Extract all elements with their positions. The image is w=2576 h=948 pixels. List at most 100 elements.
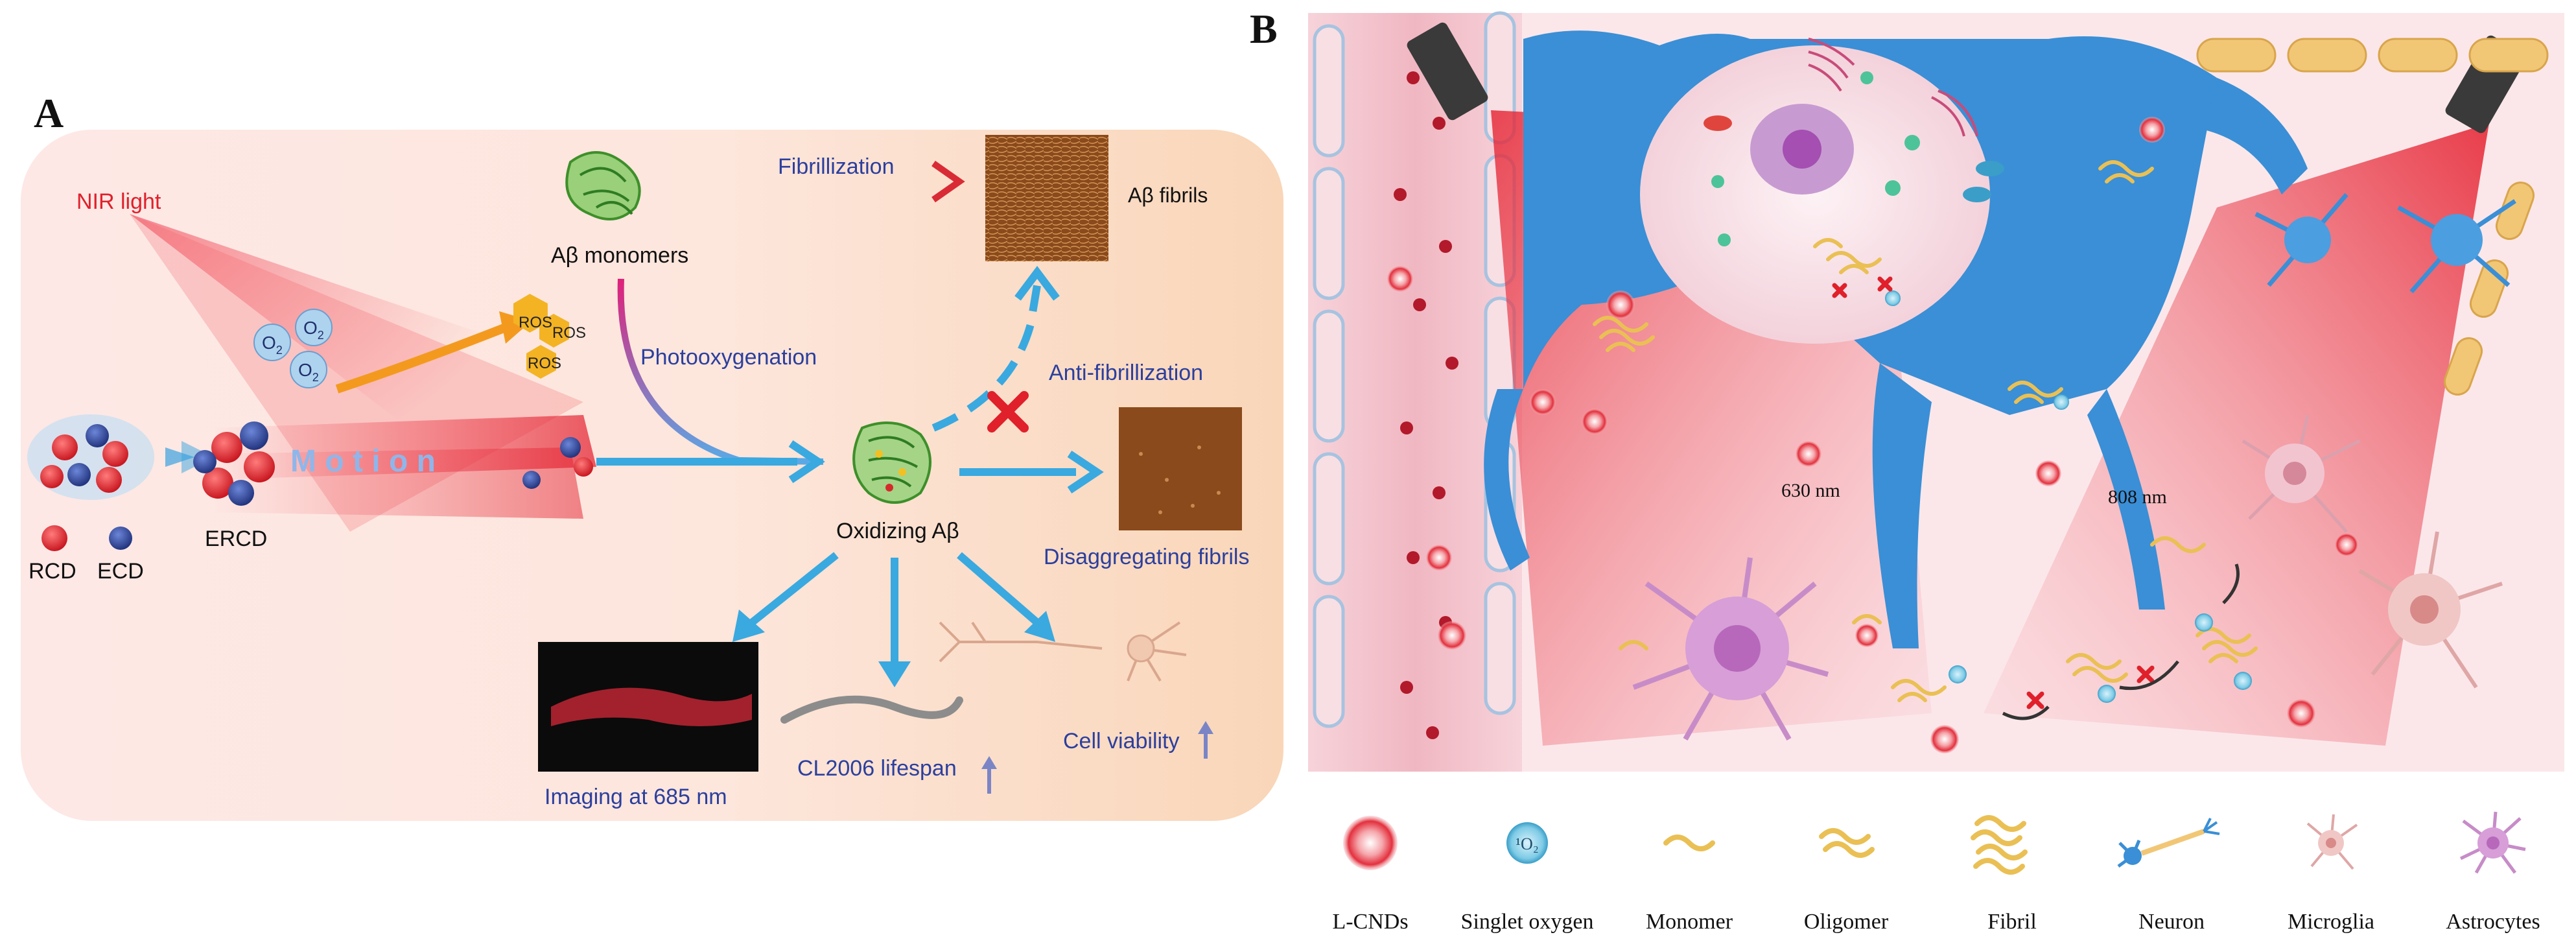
legend-label: Microglia	[2288, 910, 2374, 934]
monomer-icon	[1663, 835, 1715, 851]
o2-subscript: 2	[276, 344, 283, 357]
golgi-icon	[1808, 38, 1978, 137]
o2-bubble	[295, 309, 333, 346]
viability-label: Cell viability	[1063, 729, 1180, 753]
motion-label: M o t i o n	[290, 444, 436, 479]
legend: L-CNDs ¹O₂ Singlet oxygen Monomer Oligom…	[1332, 811, 2540, 934]
abeta-monomer-structure	[565, 151, 641, 220]
oligomer-icon	[1819, 828, 1875, 858]
ecd-dot	[67, 463, 91, 486]
panel-b: B	[1250, 6, 2564, 934]
panel-a: A NIR light O2 O2 O2 ROS ROS ROS	[21, 90, 1283, 821]
ecd-dot	[560, 437, 581, 458]
monomer-blob	[565, 151, 641, 220]
nucleolus-icon	[1783, 130, 1821, 169]
o2-text: O	[262, 333, 276, 353]
legend-label: Fibril	[1987, 910, 2037, 934]
oxidizing-label: Oxidizing Aβ	[836, 519, 959, 543]
ercd-label: ERCD	[205, 527, 267, 551]
block-cross-icon	[987, 391, 1029, 433]
laser-630nm-icon	[1407, 22, 1488, 121]
legend-label: Neuron	[2138, 910, 2205, 934]
rcd-legend-icon	[41, 525, 67, 551]
legend-label: Singlet oxygen	[1461, 910, 1594, 934]
imaging-label: Imaging at 685 nm	[544, 785, 727, 809]
cd-cluster	[27, 414, 214, 500]
monomers-label: Aβ monomers	[551, 243, 688, 268]
microglia-icon	[2306, 814, 2358, 870]
fibrillization-arrowhead	[931, 160, 965, 203]
fibrils-label: Aβ fibrils	[1128, 184, 1208, 207]
ecd-dot	[193, 450, 217, 473]
afm-disaggregated-image	[1119, 407, 1242, 530]
lifespan-up-arrowhead	[981, 756, 997, 769]
monomer-helix	[579, 167, 633, 215]
neuron-icon	[2117, 818, 2220, 868]
o2-text: O	[303, 318, 318, 338]
o2-text: O	[298, 360, 312, 380]
worm-fluorescence	[551, 687, 752, 726]
ros-label: ROS	[519, 314, 552, 331]
legend-item: Monomer	[1646, 835, 1733, 934]
ros-hexagon	[513, 294, 548, 333]
ros-label: ROS	[528, 355, 561, 372]
rcd-dot	[52, 434, 78, 460]
oxidized-blob	[852, 421, 931, 504]
ercd-cluster	[193, 421, 593, 506]
legend-item: Astrocytes	[2446, 811, 2540, 934]
rcd-label: RCD	[29, 559, 76, 584]
red-blood-cells	[1394, 71, 1458, 739]
panel-b-letter: B	[1250, 6, 1278, 52]
o2-subscript: 2	[318, 329, 324, 342]
wavelength-630-label: 630 nm	[1781, 480, 1840, 501]
oxidation-site	[885, 484, 893, 492]
disaggregating-label: Disaggregating fibrils	[1044, 545, 1250, 569]
chevron-icon	[165, 447, 194, 467]
singlet-oxygen-particles	[1885, 290, 2252, 703]
anti-fibrillization-label: Anti-fibrillization	[1049, 361, 1203, 385]
oxygen-molecules: O2 O2 O2	[253, 309, 333, 388]
rcd-dot	[202, 468, 233, 499]
rcd-dot	[574, 457, 593, 477]
fibrillization-label: Fibrillization	[778, 154, 895, 179]
rcd-dot	[102, 441, 128, 467]
microglia-right	[2358, 531, 2503, 689]
afm-fibrils-image	[985, 135, 1108, 261]
singlet-oxygen-icon	[1506, 822, 1548, 864]
imaging-arrow	[749, 552, 839, 626]
svg-text:O2: O2	[303, 318, 324, 342]
rcd-dot	[96, 467, 122, 493]
legend-label: Monomer	[1646, 910, 1733, 934]
o2-subscript: 2	[312, 371, 319, 384]
fibril-clusters	[1593, 160, 2258, 702]
legend-label: L-CNDs	[1332, 910, 1408, 934]
beam-808nm	[1984, 123, 2489, 746]
ecd-label: ECD	[97, 559, 144, 584]
o2-bubble	[253, 324, 291, 361]
ros-hexagons: ROS ROS ROS	[513, 294, 586, 379]
neuron-sketch-soma	[1127, 634, 1155, 663]
legend-label: Oligomer	[1804, 910, 1889, 934]
rcd-dot	[40, 465, 64, 488]
lifespan-label: CL2006 lifespan	[797, 756, 957, 781]
photooxygenation-arrow	[617, 278, 824, 465]
ros-hexagon	[539, 314, 569, 348]
oxidized-abeta-structure	[852, 421, 931, 504]
microglia-middle	[2242, 414, 2361, 533]
oxidized-helix	[868, 436, 918, 488]
nir-light-label: NIR light	[76, 189, 161, 214]
ecd-legend-icon	[109, 527, 132, 550]
legend-label: Astrocytes	[2446, 910, 2540, 934]
anti-fibrillization-arrowhead	[1014, 266, 1060, 301]
motion-trail	[214, 447, 583, 519]
astrocyte-large	[1632, 557, 1829, 741]
ecd-dot	[86, 424, 109, 447]
ecd-dot	[228, 480, 254, 506]
ros-label: ROS	[552, 324, 586, 342]
afm-speckles	[1139, 445, 1221, 514]
viability-arrow	[957, 552, 1040, 626]
svg-text:O2: O2	[262, 333, 283, 357]
fibril-icon	[1971, 815, 2028, 875]
legend-item: ¹O₂ Singlet oxygen	[1461, 822, 1594, 934]
